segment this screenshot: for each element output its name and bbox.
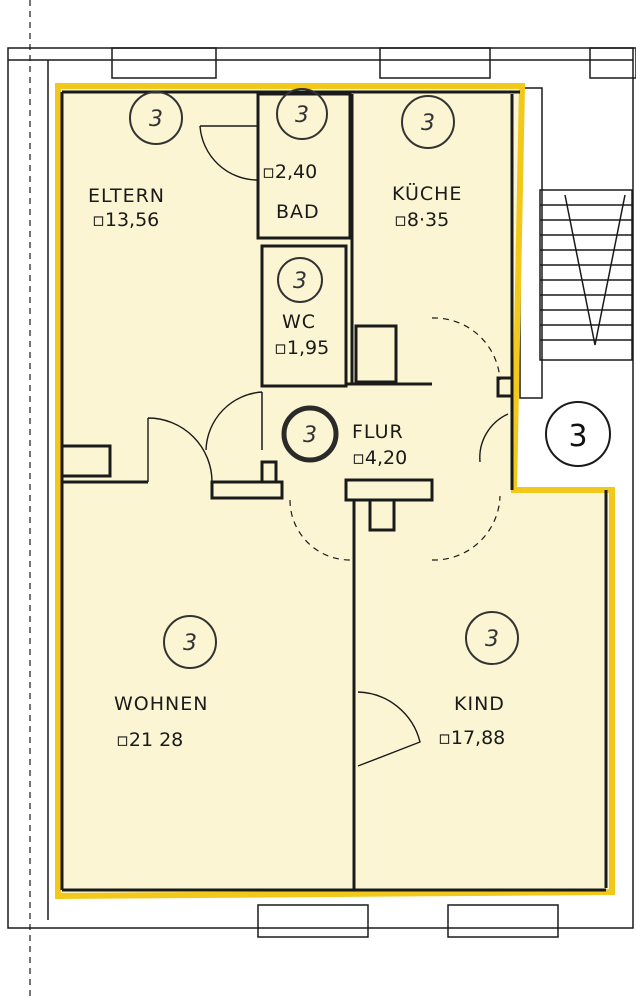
room-number-circle xyxy=(465,611,519,665)
bath-walls xyxy=(256,92,352,240)
room-number-circle xyxy=(163,615,217,669)
interior-walls xyxy=(60,90,608,892)
stair-frame xyxy=(539,189,633,361)
stairwell: 3 xyxy=(519,87,633,467)
room-number-circle xyxy=(276,88,328,140)
stair-steps xyxy=(540,204,632,341)
room-name: ELTERN xyxy=(88,185,165,207)
door-swing-kind-upper xyxy=(431,495,501,561)
kitchen-chimney xyxy=(354,324,398,384)
central-chimney xyxy=(368,498,396,532)
living-top-wall-right xyxy=(210,480,284,500)
window-bottom-1 xyxy=(257,904,369,938)
room-area: ▫4,20 xyxy=(352,447,407,469)
room-number-circle xyxy=(129,91,183,145)
room-eltern: 3 ELTERN ▫13,56 xyxy=(88,91,183,231)
room-wohnen: 3 WOHNEN ▫21 28 xyxy=(114,615,217,751)
room-number: 3 xyxy=(183,631,197,656)
door-swing-kind xyxy=(357,691,421,767)
door-swing-bad xyxy=(199,125,259,181)
room-number: 3 xyxy=(421,111,435,136)
room-name: WC xyxy=(282,311,316,333)
room-kueche: 3 KÜCHE ▫8·35 xyxy=(392,95,462,231)
room-number-circle xyxy=(401,95,455,149)
window-top-2 xyxy=(379,47,491,79)
room-number-circle xyxy=(277,257,323,303)
room-name: BAD xyxy=(276,201,320,223)
room-area: ▫21 28 xyxy=(116,729,183,751)
door-swings xyxy=(147,125,509,767)
room-number: 3 xyxy=(295,103,309,128)
room-area: ▫1,95 xyxy=(274,337,329,359)
kitchen-wall-stub xyxy=(496,376,514,398)
room-bad: 3 ▫2,40 BAD xyxy=(262,88,328,223)
building-walls xyxy=(7,0,636,1000)
door-swing-wc xyxy=(289,499,351,561)
left-wall-pillar xyxy=(60,444,112,478)
room-name: KIND xyxy=(454,693,505,715)
outer-wall-outline xyxy=(7,47,634,929)
window-top-1 xyxy=(111,47,217,79)
room-name: FLUR xyxy=(352,421,404,443)
room-area: ▫2,40 xyxy=(262,161,317,183)
window-top-3 xyxy=(589,47,636,79)
room-area: ▫8·35 xyxy=(394,209,449,231)
room-flur: 3 FLUR ▫4,20 xyxy=(281,405,407,469)
living-wall-stub xyxy=(260,460,278,484)
room-name: WOHNEN xyxy=(114,693,208,715)
stairwell-number-circle xyxy=(545,401,611,467)
stair-direction-arrow xyxy=(564,194,626,346)
room-number: 3 xyxy=(485,627,499,652)
stairwell-number: 3 xyxy=(568,419,587,454)
room-kind: 3 KIND ▫17,88 xyxy=(438,611,519,749)
wc-walls xyxy=(260,244,348,388)
door-swing-flur xyxy=(479,413,509,463)
door-swing-kueche xyxy=(431,317,501,381)
door-swing-eltern xyxy=(205,391,263,451)
room-number: 3 xyxy=(149,107,163,132)
room-number-circle xyxy=(281,405,339,463)
room-wc: 3 WC ▫1,95 xyxy=(274,257,329,359)
room-number: 3 xyxy=(303,423,317,448)
window-bottom-2 xyxy=(447,904,559,938)
room-area: ▫17,88 xyxy=(438,727,505,749)
room-name: KÜCHE xyxy=(392,182,462,205)
door-swing-wohnen xyxy=(147,417,213,483)
room-number: 3 xyxy=(293,269,307,294)
room-area: ▫13,56 xyxy=(92,209,159,231)
apartment-highlight xyxy=(55,83,615,900)
